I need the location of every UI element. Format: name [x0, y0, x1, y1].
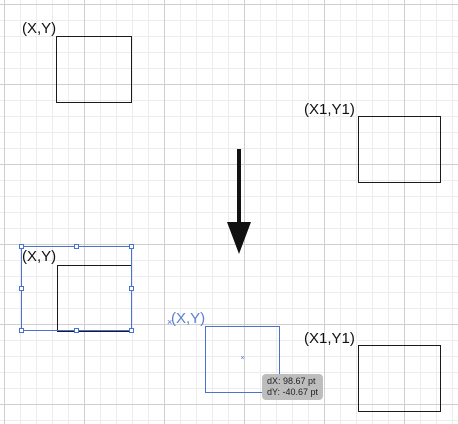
- resize-handle-top-middle[interactable]: [74, 244, 79, 249]
- resize-handle-middle-left[interactable]: [19, 286, 24, 291]
- bottom-right-rectangle[interactable]: [358, 345, 441, 412]
- cross-icon: ×: [240, 355, 245, 362]
- bottom-left-coordinate-label: (X,Y): [22, 248, 57, 265]
- top-left-rectangle[interactable]: [56, 36, 132, 103]
- top-right-rectangle[interactable]: [358, 116, 441, 183]
- top-right-coordinate-label: (X1,Y1): [304, 101, 355, 118]
- selection-bounding-box: [21, 246, 132, 331]
- drag-offset-tooltip: dX: 98.67 pt dY: -40.67 pt: [262, 374, 324, 400]
- top-left-coordinate-label: (X,Y): [22, 20, 57, 37]
- resize-handle-bottom-left[interactable]: [19, 328, 24, 333]
- bottom-right-coordinate-label: (X1,Y1): [304, 330, 355, 347]
- drag-origin-cross-icon: ×: [167, 317, 173, 327]
- drag-preview-rectangle: [205, 326, 280, 393]
- resize-handle-top-left[interactable]: [19, 244, 24, 249]
- resize-handle-bottom-right[interactable]: [129, 328, 134, 333]
- resize-handle-bottom-middle[interactable]: [74, 328, 79, 333]
- ghost-coordinate-label: (X,Y): [171, 310, 206, 327]
- tooltip-dx: dX: 98.67 pt: [267, 376, 316, 386]
- resize-handle-top-right[interactable]: [129, 244, 134, 249]
- tooltip-dy: dY: -40.67 pt: [267, 387, 319, 397]
- resize-handle-middle-right[interactable]: [129, 286, 134, 291]
